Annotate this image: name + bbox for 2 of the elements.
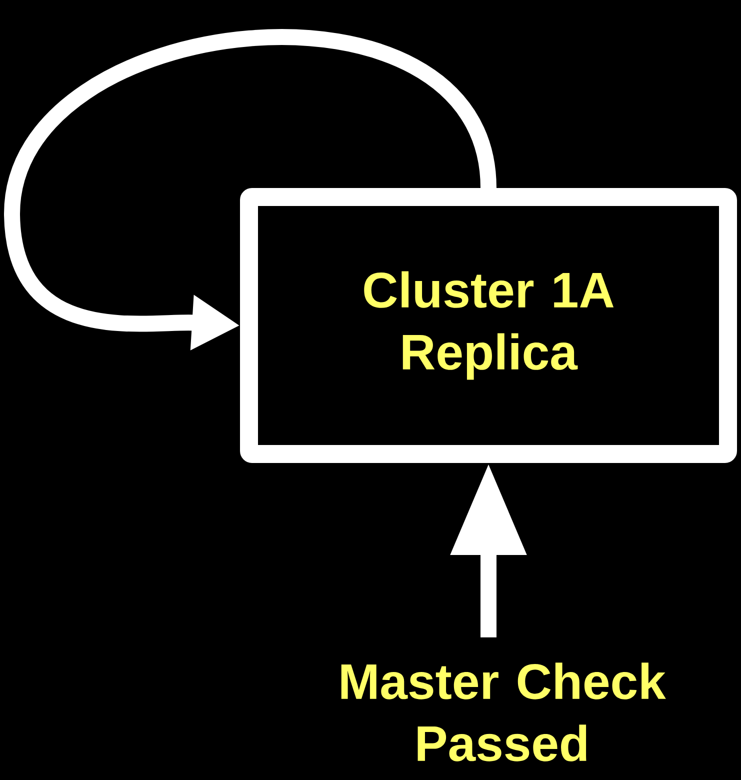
node-text: Master Check Passed [341,662,666,762]
process-box: Cluster 1A Replica [240,188,737,463]
